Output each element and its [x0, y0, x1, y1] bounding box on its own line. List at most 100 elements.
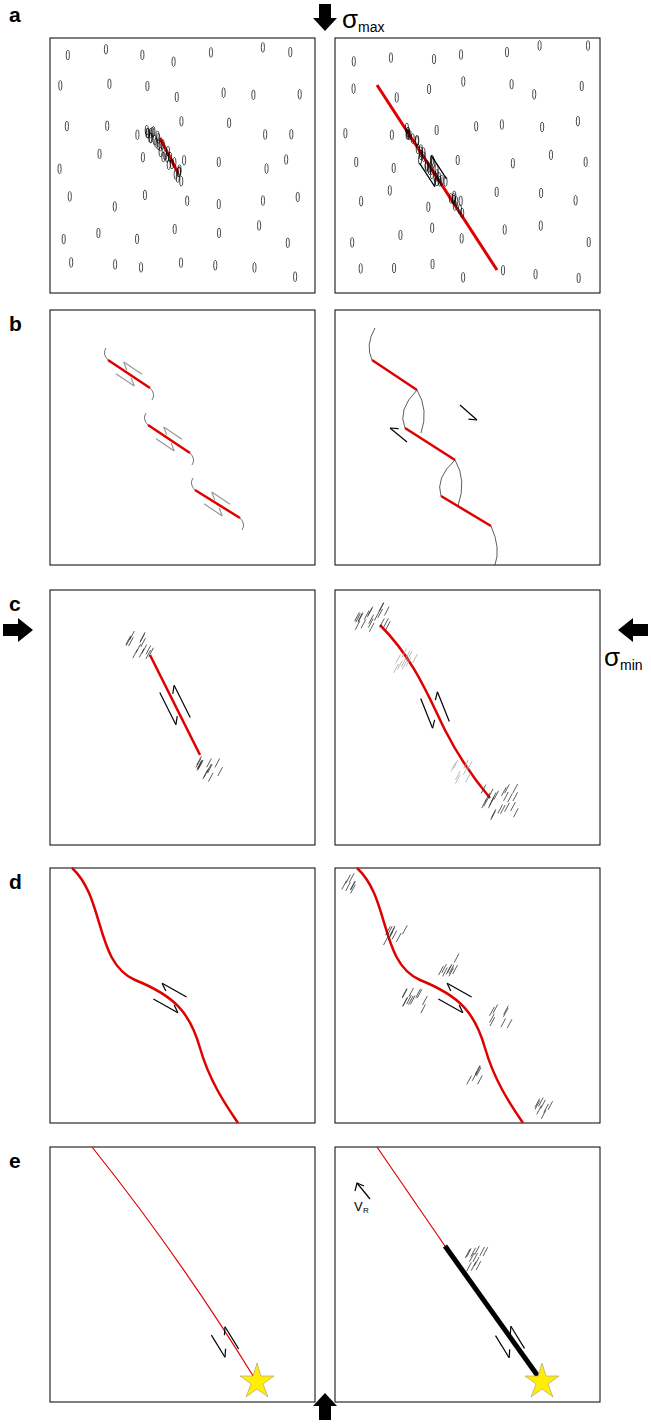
- slip-arrow: [420, 163, 435, 186]
- microcrack: [406, 657, 411, 666]
- slip-arrow: [390, 427, 399, 429]
- microcrack: [466, 1248, 471, 1257]
- microcrack: [549, 150, 552, 160]
- slip-arrow: [437, 692, 449, 722]
- microcrack: [113, 201, 116, 211]
- microcrack: [197, 762, 202, 771]
- slip-arrow: [434, 178, 436, 187]
- stress-symbol: σ: [604, 644, 620, 670]
- slip-arrow: [509, 1349, 511, 1358]
- microcrack: [222, 88, 225, 98]
- microcrack: [135, 234, 138, 244]
- microcrack: [478, 1075, 483, 1084]
- slip-arrow: [160, 692, 176, 724]
- microcrack: [425, 162, 428, 172]
- slip-arrow: [447, 983, 451, 991]
- velocity-subscript: R: [363, 1207, 369, 1215]
- microcrack: [70, 257, 73, 267]
- slip-arrow: [468, 419, 477, 421]
- microcrack: [475, 1065, 480, 1074]
- microcrack: [461, 208, 464, 218]
- microcrack: [285, 154, 288, 164]
- slip-arrow: [162, 983, 166, 991]
- microcrack: [58, 164, 61, 174]
- microcrack: [395, 92, 398, 102]
- slip-arrow: [124, 362, 127, 370]
- microcrack: [261, 42, 264, 52]
- slip-arrow: [511, 1326, 525, 1348]
- microcrack: [439, 966, 444, 975]
- panel-letter: c: [9, 593, 21, 614]
- slip-arrow: [174, 1005, 178, 1013]
- microcrack: [390, 130, 393, 140]
- microcrack: [143, 190, 146, 200]
- microcrack: [146, 128, 149, 138]
- microcrack: [449, 965, 454, 974]
- microcrack: [480, 1247, 485, 1256]
- microcrack: [481, 785, 486, 794]
- microcrack: [576, 116, 579, 126]
- slip-arrow: [219, 508, 222, 516]
- microcrack: [500, 805, 505, 814]
- microcrack: [257, 220, 260, 230]
- microcrack: [104, 44, 107, 54]
- microcrack: [402, 661, 407, 670]
- panel-e-right: [355, 1147, 559, 1397]
- panel-a-left: [58, 42, 301, 281]
- microcrack: [175, 92, 178, 102]
- slip-arrow: [156, 439, 174, 451]
- microcrack: [507, 1019, 512, 1028]
- slip-arrow: [153, 999, 177, 1013]
- microcrack: [352, 56, 355, 66]
- microcrack: [139, 649, 144, 658]
- microcrack: [501, 265, 504, 275]
- microcrack: [217, 157, 220, 167]
- microcrack: [471, 1248, 476, 1257]
- panel-b-left: [104, 348, 243, 530]
- panel-letter: a: [9, 4, 21, 25]
- microcrack: [388, 185, 391, 195]
- microcrack: [386, 926, 391, 935]
- slip-arrow: [212, 492, 230, 504]
- microcrack: [471, 1262, 476, 1271]
- rupture-arrow: [355, 1183, 364, 1191]
- microcrack: [511, 802, 516, 811]
- microcrack: [490, 1007, 495, 1016]
- microcrack: [503, 1008, 508, 1017]
- microcrack: [172, 57, 175, 67]
- microcrack: [431, 259, 434, 269]
- microcrack: [541, 1110, 546, 1119]
- microcrack: [136, 130, 139, 140]
- microcrack: [358, 613, 363, 622]
- panel-letter: d: [9, 871, 22, 892]
- microcrack: [286, 238, 289, 248]
- microcrack: [182, 155, 185, 165]
- microcrack: [209, 47, 212, 57]
- microcrack: [228, 118, 231, 128]
- microcrack: [453, 201, 456, 211]
- slip-arrow: [435, 692, 437, 700]
- microcrack: [396, 655, 401, 664]
- stress-symbol: σ: [342, 6, 358, 32]
- microcrack: [488, 789, 493, 798]
- microcrack: [475, 1066, 480, 1075]
- microcrack: [380, 619, 385, 628]
- panel-a-right: [344, 40, 591, 283]
- microcrack: [475, 121, 478, 131]
- microcrack: [66, 50, 69, 60]
- panel-frames: [50, 38, 600, 1402]
- microcrack: [435, 176, 438, 186]
- microcrack: [359, 263, 362, 273]
- microcrack: [432, 54, 435, 64]
- slip-arrow: [390, 428, 407, 442]
- microcrack: [392, 163, 395, 173]
- slip-arrow: [510, 1326, 512, 1335]
- microcrack: [535, 1098, 540, 1107]
- microcrack: [264, 129, 267, 139]
- microcrack: [141, 152, 144, 162]
- slip-arrow: [496, 1336, 510, 1358]
- stress-subscript: max: [358, 20, 384, 34]
- microcrack: [491, 793, 496, 802]
- microcrack: [179, 258, 182, 268]
- microcrack: [403, 997, 408, 1006]
